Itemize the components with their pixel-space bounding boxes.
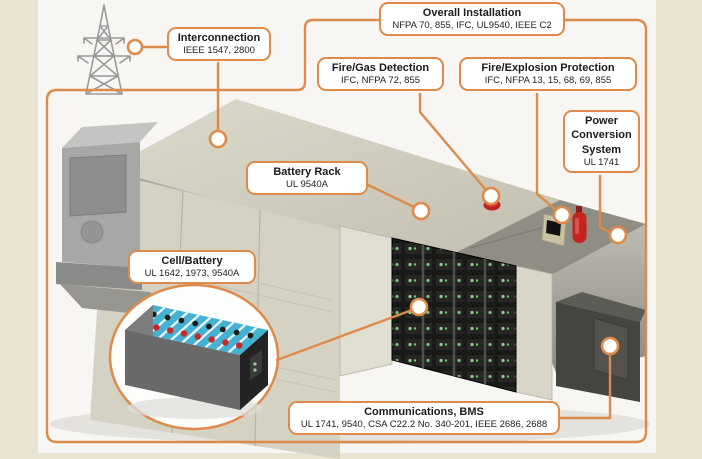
label-title: Battery Rack (273, 166, 341, 178)
connector-dot (600, 336, 620, 356)
bms-unit (556, 292, 646, 402)
battery-module-icon (125, 305, 268, 410)
connector-dot (608, 225, 628, 245)
label-codes: IFC, NFPA 13, 15, 68, 69, 855 (484, 75, 612, 87)
fire-explosion-line (535, 92, 558, 212)
label-fire-explosion-protection: Fire/Explosion Protection IFC, NFPA 13, … (459, 57, 637, 92)
cell-inset-line (275, 308, 414, 362)
label-codes: UL 1741, 9540, CSA C22.2 No. 340-201, IE… (300, 419, 548, 431)
label-codes: UL 1741 (583, 156, 620, 168)
label-interconnection: Interconnection IEEE 1547, 2800 (167, 27, 271, 62)
label-overall-installation: Overall Installation NFPA 70, 855, IFC, … (379, 2, 565, 37)
communications-line (558, 352, 612, 420)
connector-dot (409, 297, 429, 317)
label-codes: IFC, NFPA 72, 855 (340, 75, 421, 87)
connector-dot (208, 129, 228, 149)
open-door-left (339, 225, 393, 377)
label-battery-rack: Battery Rack UL 9540A (246, 161, 368, 196)
connector-dot (411, 201, 431, 221)
label-communications-bms: Communications, BMS UL 1741, 9540, CSA C… (288, 401, 560, 436)
label-power-conversion-system: Power Conversion System UL 1741 (563, 110, 640, 173)
label-codes: UL 9540A (286, 179, 328, 191)
connector-lines (45, 18, 648, 444)
label-title: Overall Installation (422, 7, 522, 19)
overall-installation-border (45, 18, 648, 444)
label-title: Interconnection (177, 32, 261, 44)
label-title: Cell/Battery (161, 255, 223, 267)
connector-dot (481, 186, 501, 206)
label-title: Fire/Gas Detection (331, 62, 430, 74)
label-fire-gas-detection: Fire/Gas Detection IFC, NFPA 72, 855 (317, 57, 444, 92)
transmission-tower-icon (77, 4, 131, 95)
fire-gas-line (418, 92, 488, 192)
battery-rack-line (364, 182, 416, 209)
label-title: Fire/Explosion Protection (481, 62, 615, 74)
label-codes: UL 1642, 1973, 9540A (144, 268, 240, 280)
label-cell-battery: Cell/Battery UL 1642, 1973, 9540A (128, 250, 256, 285)
label-title: Communications, BMS (364, 406, 484, 418)
connector-dot (126, 38, 144, 56)
label-title: Power Conversion System (571, 115, 632, 156)
fire-extinguisher-icon (572, 206, 587, 243)
connector-dots (126, 38, 628, 356)
label-codes: IEEE 1547, 2800 (183, 45, 255, 57)
battery-module-inset (108, 283, 280, 431)
pcs-line (598, 174, 613, 235)
open-door-right (515, 265, 553, 401)
connector-dot (552, 205, 572, 225)
label-codes: NFPA 70, 855, IFC, UL9540, IEEE C2 (392, 20, 552, 32)
